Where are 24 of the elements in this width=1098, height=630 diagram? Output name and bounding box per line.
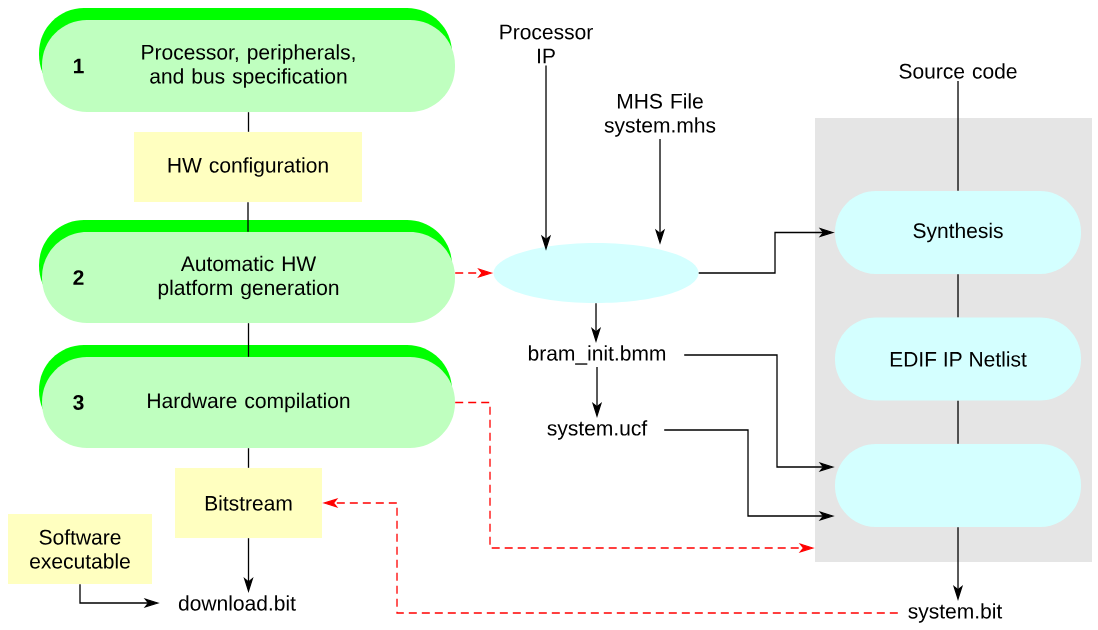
connector-line [957,273,959,318]
file-label: system.ucf [547,420,648,440]
process-pill: EDIF IP Netlist [835,317,1081,401]
stage-pill: 3 Hardware compilation [39,345,455,448]
connector-line [247,322,250,358]
file-label: bram_init.bmm [528,345,666,365]
connector-line [957,80,959,192]
connector-line [247,111,250,133]
file-label: system.bit [908,603,1003,623]
process-pill [835,444,1081,527]
stage-pill: 2 Automatic HW platform generation [39,220,455,323]
note-box: Bitstream [175,468,322,538]
file-label: Processor IP [500,24,593,64]
note-box: Software executable [8,514,152,584]
connector-line [247,201,249,233]
file-label: MHS File system.mhs [604,93,716,137]
note-box: HW configuration [134,132,362,202]
connector-line [957,400,959,445]
process-pill: Synthesis [835,191,1081,274]
file-label: download.bit [178,595,296,611]
connector-line [247,447,250,469]
stage-pill: 1 Processor, peripherals, and bus specification [39,8,455,112]
file-label: Source code [899,63,1017,79]
tool-ellipse [493,243,699,303]
